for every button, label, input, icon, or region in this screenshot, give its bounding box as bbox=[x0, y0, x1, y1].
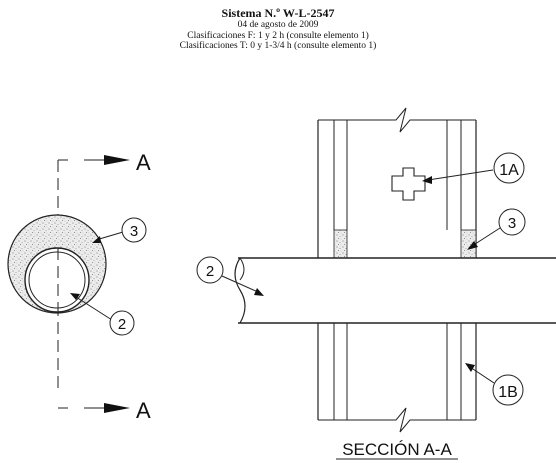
sealant-upper-left bbox=[333, 229, 348, 259]
leader-arrow-2 bbox=[70, 293, 80, 300]
section-caption: SECCIÓN A-A bbox=[342, 440, 452, 459]
leader-arrow-2-right bbox=[254, 288, 264, 296]
leader-arrow-1a bbox=[422, 176, 432, 184]
callout-1b bbox=[492, 374, 524, 406]
leader-arrow-1b bbox=[465, 363, 475, 372]
svg-text:1B: 1B bbox=[498, 384, 518, 401]
callout-pipe bbox=[109, 310, 135, 336]
section-mark-bottom: A bbox=[136, 398, 151, 423]
callout-1a bbox=[493, 152, 525, 184]
svg-text:2: 2 bbox=[118, 316, 126, 333]
pipe-inner bbox=[28, 251, 86, 309]
fire-rated-cross-symbol bbox=[391, 167, 426, 201]
callout-sealant-section bbox=[498, 208, 526, 236]
lower-wall bbox=[317, 319, 477, 433]
leader-arrow-3 bbox=[92, 236, 101, 243]
svg-text:1A: 1A bbox=[499, 162, 519, 179]
leader-arrow-3-right bbox=[467, 241, 478, 250]
callout-sealant bbox=[121, 217, 147, 243]
svg-text:3: 3 bbox=[130, 223, 138, 240]
system-title: Sistema N.º W-L-2547 bbox=[221, 6, 335, 20]
pipe-section bbox=[234, 257, 556, 324]
upper-wall bbox=[317, 107, 477, 258]
t-ratings: Clasificaciones T: 0 y 1-3/4 h (consulte… bbox=[179, 41, 377, 51]
svg-text:3: 3 bbox=[508, 215, 516, 232]
svg-text:2: 2 bbox=[206, 263, 214, 280]
section-mark-top: A bbox=[136, 150, 151, 175]
f-ratings: Clasificaciones F: 1 y 2 h (consulte ele… bbox=[187, 30, 369, 41]
section-arrow-bottom bbox=[104, 403, 130, 413]
callout-pipe-section bbox=[196, 256, 224, 284]
system-date: 04 de agosto de 2009 bbox=[237, 20, 319, 30]
plan-view: A A 3 2 bbox=[7, 150, 151, 423]
section-arrow-top bbox=[104, 155, 130, 165]
drawing-header: Sistema N.º W-L-2547 04 de agosto de 200… bbox=[0, 6, 556, 52]
section-view: 1A 3 2 1B SECCIÓN A-A bbox=[196, 107, 556, 460]
